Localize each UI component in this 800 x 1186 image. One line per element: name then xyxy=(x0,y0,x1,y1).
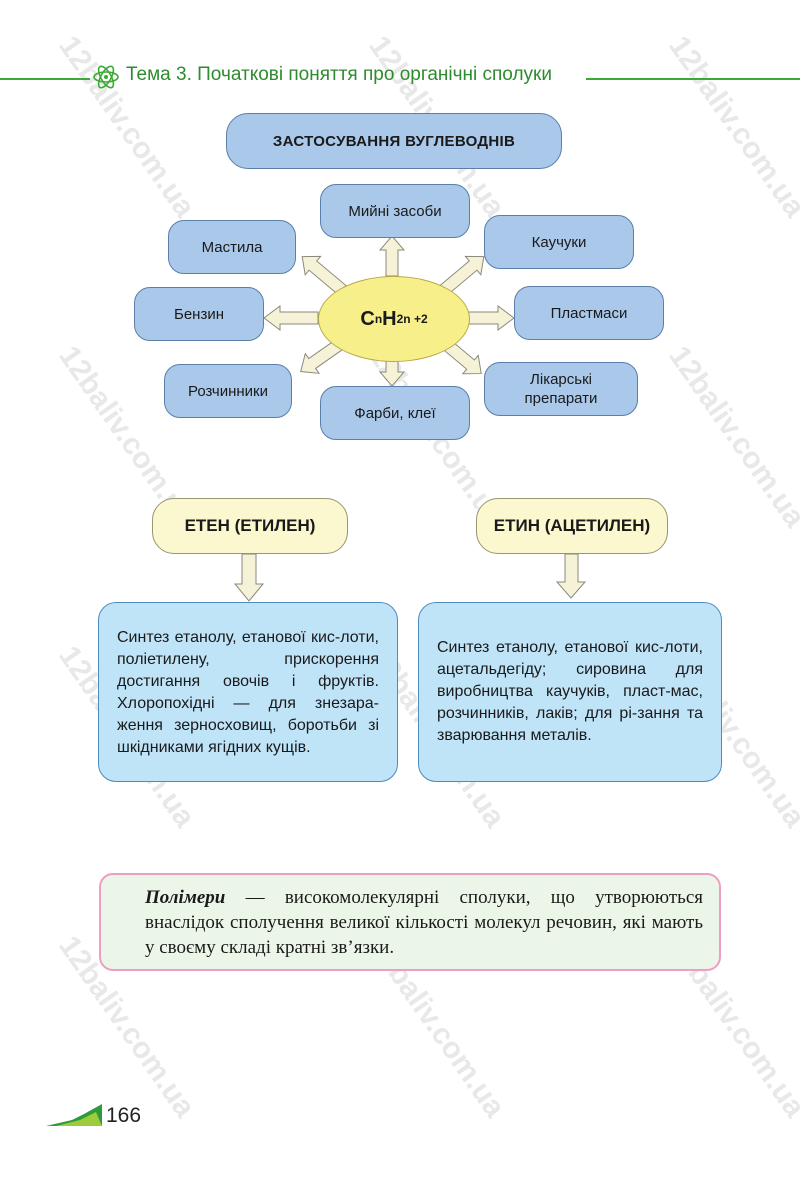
formula-c: C xyxy=(360,307,375,330)
page-number: 166 xyxy=(106,1104,142,1127)
application-detergents: Мийні засоби xyxy=(320,184,470,238)
header-line-left xyxy=(0,78,90,80)
medicines-line-1: Лікарські xyxy=(530,371,592,388)
arrow-ethene-down xyxy=(233,553,265,602)
ethyne-uses: Синтез етанолу, етанової кис-лоти, ацета… xyxy=(418,602,722,782)
ethene-uses: Синтез етанолу, етанової кис-лоти, поліе… xyxy=(98,602,398,782)
application-plastics: Пластмаси xyxy=(514,286,664,340)
ethyne-uses-text: Синтез етанолу, етанової кис-лоти, ацета… xyxy=(437,639,703,744)
application-lubricants: Мастила xyxy=(168,220,296,274)
application-medicines: Лікарські препарати xyxy=(484,362,638,416)
down-arrows xyxy=(233,553,587,602)
arrow-up-right xyxy=(439,255,485,296)
arrow-up xyxy=(378,235,406,277)
atom-flower-icon xyxy=(93,65,119,89)
medicines-line-2: препарати xyxy=(524,390,598,407)
arrow-ethyne-down xyxy=(555,553,587,599)
arrow-down xyxy=(378,359,406,387)
application-rubbers: Каучуки xyxy=(484,215,634,269)
formula-sub-2n2: 2n +2 xyxy=(396,312,428,326)
ethyne-title: ЕТИН (АЦЕТИЛЕН) xyxy=(476,498,668,554)
arrow-left xyxy=(263,305,319,331)
ethene-uses-text: Синтез етанолу, етанової кис-лоти, поліе… xyxy=(117,629,379,756)
arrow-down-right xyxy=(441,338,482,375)
formula-h: H xyxy=(382,307,397,330)
ethene-title: ЕТЕН (ЕТИЛЕН) xyxy=(152,498,348,554)
header-line-right xyxy=(586,78,800,80)
application-paints: Фарби, клеї xyxy=(320,386,470,440)
formula-sub-n: n xyxy=(374,312,383,326)
definition-text: — високомолекулярні сполуки, що утворюют… xyxy=(145,887,703,958)
arrow-up-left xyxy=(301,255,347,296)
leaf-icon xyxy=(46,1104,102,1126)
application-solvents: Розчинники xyxy=(164,364,292,418)
polymer-definition: Полімери — високомолекулярні сполуки, що… xyxy=(99,873,721,971)
diagram-arrows xyxy=(263,235,515,387)
definition-term: Полімери xyxy=(145,887,226,908)
application-petrol: Бензин xyxy=(134,287,264,341)
diagram-title: ЗАСТОСУВАННЯ ВУГЛЕВОДНІВ xyxy=(226,113,562,169)
arrow-right xyxy=(467,305,515,331)
chapter-title: Тема 3. Початкові поняття про органічні … xyxy=(126,64,552,85)
